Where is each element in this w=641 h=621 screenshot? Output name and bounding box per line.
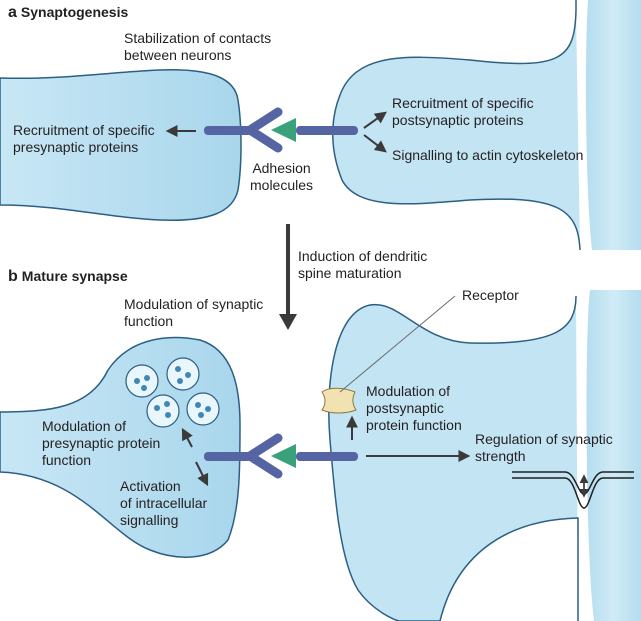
- adhesion-head-b: [271, 444, 296, 468]
- receptor-pointer: [339, 295, 456, 393]
- postsynaptic-spine-a: [332, 9, 581, 251]
- arrow-recruit-post-a: [363, 111, 387, 129]
- arrow-maturation-head: [279, 314, 297, 330]
- panel-a-title: Synaptogenesis: [20, 4, 129, 20]
- adhesion-bar-post-a: [296, 126, 358, 135]
- arrow-mod-pre-b: [181, 427, 193, 448]
- strength-trace-2: [512, 477, 634, 509]
- dendrite-shaft-b: [586, 290, 641, 621]
- label-recruit-post: Recruitment of specific postsynaptic pro…: [392, 95, 534, 128]
- label-actin: Signalling to actin cytoskeleton: [392, 147, 584, 163]
- label-mod-post: Modulation of postsynaptic protein funct…: [366, 383, 462, 433]
- vesicle-1: [125, 364, 159, 398]
- dendrite-shaft-a: [585, 0, 641, 250]
- label-adhesion: Adhesion molecules: [250, 160, 314, 193]
- label-recruit-pre: Recruitment of specific presynaptic prot…: [13, 122, 155, 155]
- arrow-activation-b: [195, 461, 209, 487]
- panel-b-letter: b: [8, 268, 18, 285]
- panel-b-title: Mature synapse: [21, 268, 128, 284]
- adhesion-fork-a: [245, 107, 283, 153]
- adhesion-bar-pre-b: [204, 452, 252, 461]
- label-stabilization: Stabilization of contacts between neuron…: [124, 30, 272, 63]
- presynaptic-terminal-a: [0, 69, 242, 221]
- label-regulation: Regulation of synaptic strength: [475, 431, 613, 464]
- arrow-actin-a: [363, 134, 387, 153]
- vesicle-4: [186, 392, 220, 426]
- vesicle-2: [166, 357, 200, 391]
- postsynaptic-spine-b: [328, 295, 579, 621]
- receptor-icon: [321, 387, 357, 414]
- presynaptic-terminal-b: [0, 336, 241, 558]
- panel-a-letter: a: [8, 4, 17, 21]
- label-activation: Activation of intracellular signalling: [120, 478, 208, 528]
- label-mod-synaptic: Modulation of synaptic function: [124, 296, 264, 329]
- label-induction: Induction of dendritic spine maturation: [298, 248, 428, 281]
- adhesion-head-a: [271, 118, 296, 142]
- label-receptor: Receptor: [462, 287, 519, 303]
- vesicle-3: [146, 394, 180, 428]
- label-mod-pre: Modulation of presynaptic protein functi…: [42, 418, 161, 468]
- adhesion-fork-b: [245, 433, 283, 479]
- adhesion-bar-post-b: [296, 452, 358, 461]
- adhesion-bar-pre-a: [204, 126, 252, 135]
